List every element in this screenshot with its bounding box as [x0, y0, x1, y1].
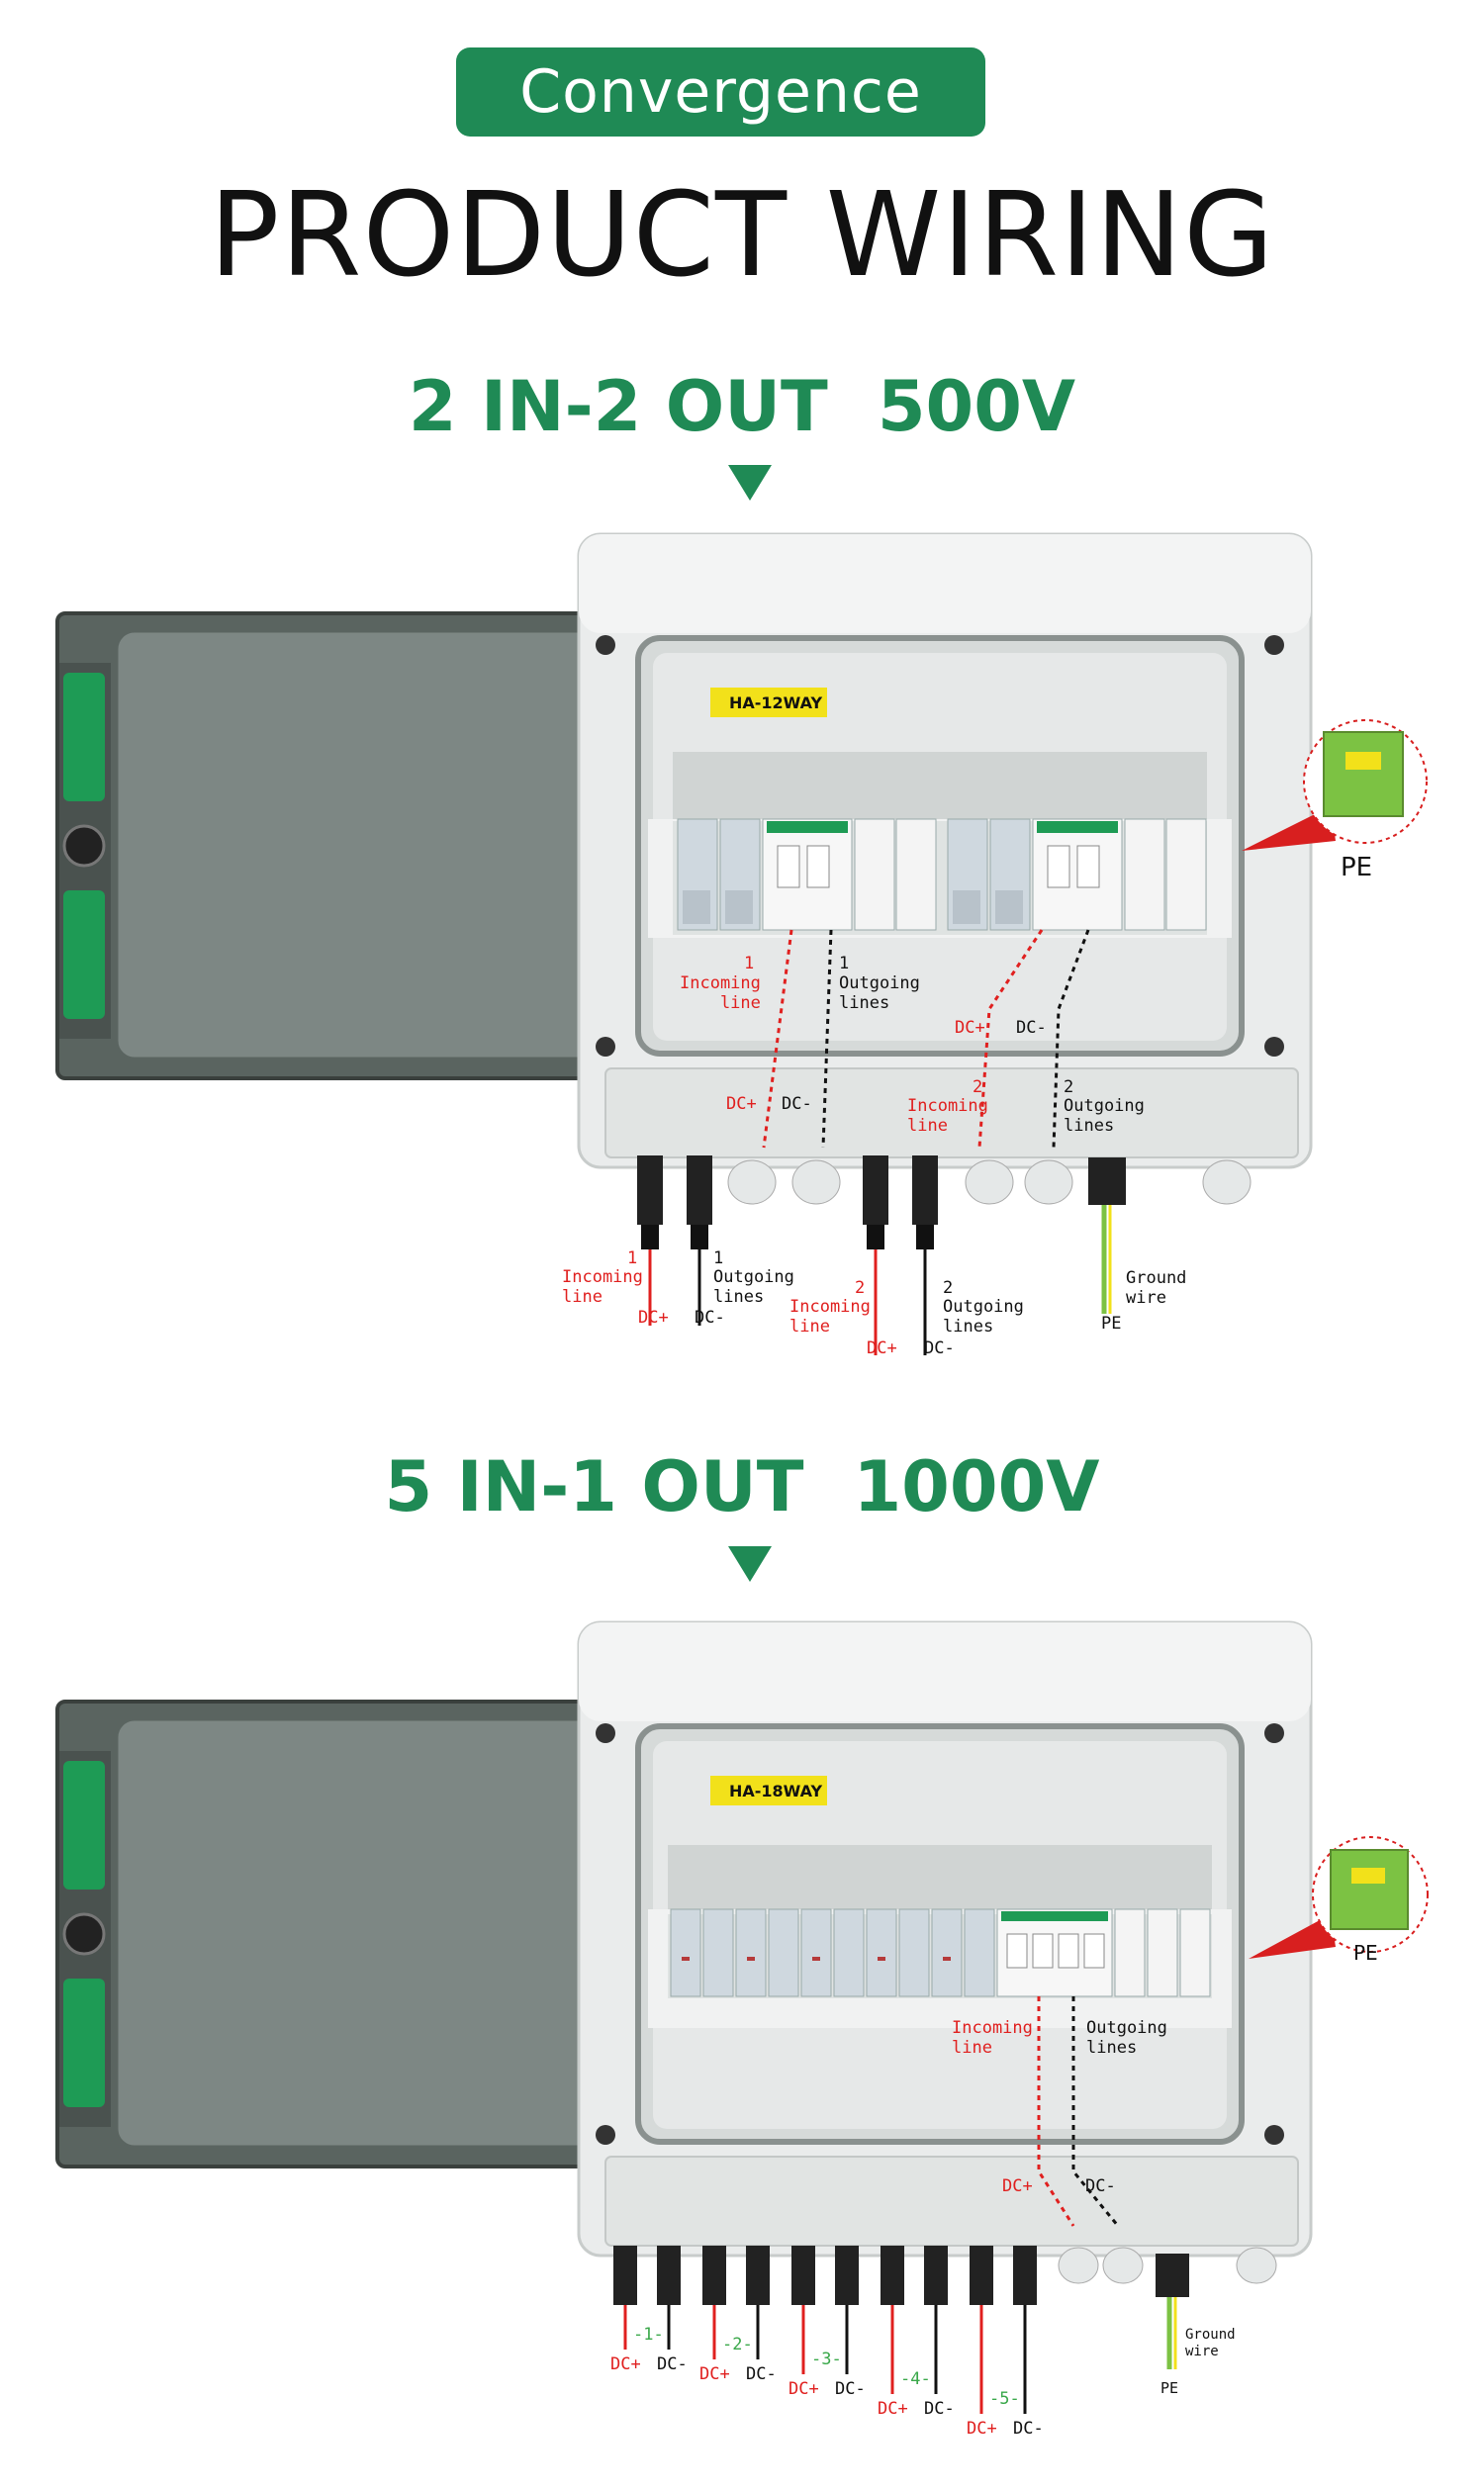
s2-string-3: -3-: [811, 2350, 842, 2369]
s2-dcminus-inner: DC-: [1085, 2176, 1116, 2196]
s1-in2-text: Incoming line: [907, 1096, 988, 1136]
s1-b-in2-num: 2: [855, 1278, 866, 1298]
s2-ground-wire: Ground wire: [1185, 2327, 1236, 2359]
s1-in1-num: 1: [744, 954, 755, 973]
s1-dcplus-lower: DC+: [726, 1094, 757, 1114]
s2-dcplus-4: DC+: [878, 2399, 908, 2419]
page-title: PRODUCT WIRING: [209, 166, 1275, 303]
s2-dcplus-2: DC+: [699, 2364, 730, 2384]
s2-outgoing-text: Outgoing lines: [1086, 2018, 1167, 2058]
s2-ground-pe: PE: [1160, 2379, 1179, 2397]
combiner-box-18way-illustration: [55, 1620, 1429, 2414]
s1-b-out1-num: 1: [713, 1248, 724, 1268]
s1-b-out1-text: Outgoing lines: [713, 1267, 794, 1307]
s1-ground-wire: Ground wire: [1126, 1268, 1187, 1308]
s1-out2-text: Outgoing lines: [1064, 1096, 1145, 1136]
section1-title-voltage: 500V: [877, 366, 1076, 447]
s2-dcminus-2: DC-: [746, 2364, 777, 2384]
s2-dcminus-1: DC-: [657, 2354, 688, 2374]
s2-string-1: -1-: [633, 2325, 664, 2345]
section1-title-config: 2 IN-2 OUT: [408, 366, 828, 447]
s2-string-4: -4-: [900, 2369, 931, 2389]
pe-terminal-callout: [1242, 719, 1428, 851]
breaker-rail-18way: [668, 1908, 1212, 1998]
s1-b-out2-text: Outgoing lines: [943, 1297, 1024, 1337]
s1-dcplus-upper: DC+: [955, 1018, 985, 1038]
section1-pe-label: PE: [1341, 853, 1373, 882]
s1-in2-num: 2: [973, 1077, 983, 1097]
s2-string-2: -2-: [722, 2335, 753, 2354]
s1-b-out1-dc: DC-: [695, 1308, 725, 1328]
section2-title-voltage: 1000V: [853, 1446, 1100, 1527]
s2-dcplus-inner: DC+: [1002, 2176, 1033, 2196]
s1-out1-num: 1: [839, 954, 850, 973]
section2-title-config: 5 IN-1 OUT: [384, 1446, 804, 1527]
box-label-12way: [710, 688, 827, 717]
s2-dcminus-5: DC-: [1013, 2419, 1044, 2439]
convergence-box-badge: Convergence box: [456, 47, 985, 216]
s1-b-in1-dc: DC+: [638, 1308, 669, 1328]
s1-ground-pe: PE: [1101, 1314, 1122, 1334]
s2-dcplus-3: DC+: [788, 2379, 819, 2399]
s2-dcminus-4: DC-: [924, 2399, 955, 2419]
s1-dcminus-upper: DC-: [1016, 1018, 1047, 1038]
s1-b-out2-num: 2: [943, 1278, 954, 1298]
section1-box-label: HA-12WAY: [729, 693, 823, 712]
s1-b-in1-num: 1: [627, 1248, 638, 1268]
pe-terminal-callout: [1249, 1836, 1429, 1959]
s2-incoming-text: Incoming line: [952, 2018, 1033, 2058]
breaker-rail-12way: [673, 818, 1207, 935]
section2-box-label: HA-18WAY: [729, 1782, 823, 1800]
section2-down-arrow-icon: [728, 1546, 772, 1582]
cable-glands-12way: [637, 1155, 1252, 1249]
s2-dcplus-1: DC+: [610, 2354, 641, 2374]
combiner-box-12way-illustration: [55, 532, 1428, 1355]
s1-b-in2-text: Incoming line: [789, 1297, 871, 1337]
section1-down-arrow-icon: [728, 465, 772, 501]
s1-b-in1-text: Incoming line: [562, 1267, 643, 1307]
cable-glands-18way: [613, 2246, 1277, 2305]
s2-string-5: -5-: [989, 2389, 1020, 2409]
box-label-18way: [710, 1776, 827, 1805]
s1-out1-text: Outgoing lines: [839, 973, 920, 1013]
section2-pe-label: PE: [1353, 1941, 1378, 1965]
open-door: [55, 611, 618, 1080]
section2-title: 5 IN-1 OUT 1000V: [0, 1446, 1484, 1527]
open-door: [55, 1700, 618, 2168]
s2-dcplus-5: DC+: [967, 2419, 997, 2439]
s1-b-in2-dc: DC+: [867, 1338, 897, 1358]
s1-out2-num: 2: [1064, 1077, 1074, 1097]
s2-dcminus-3: DC-: [835, 2379, 866, 2399]
s1-b-out2-dc: DC-: [924, 1338, 955, 1358]
section1-title: 2 IN-2 OUT 500V: [0, 366, 1484, 447]
s1-in1-text: Incoming line: [680, 973, 761, 1013]
s1-dcminus-lower: DC-: [782, 1094, 812, 1114]
